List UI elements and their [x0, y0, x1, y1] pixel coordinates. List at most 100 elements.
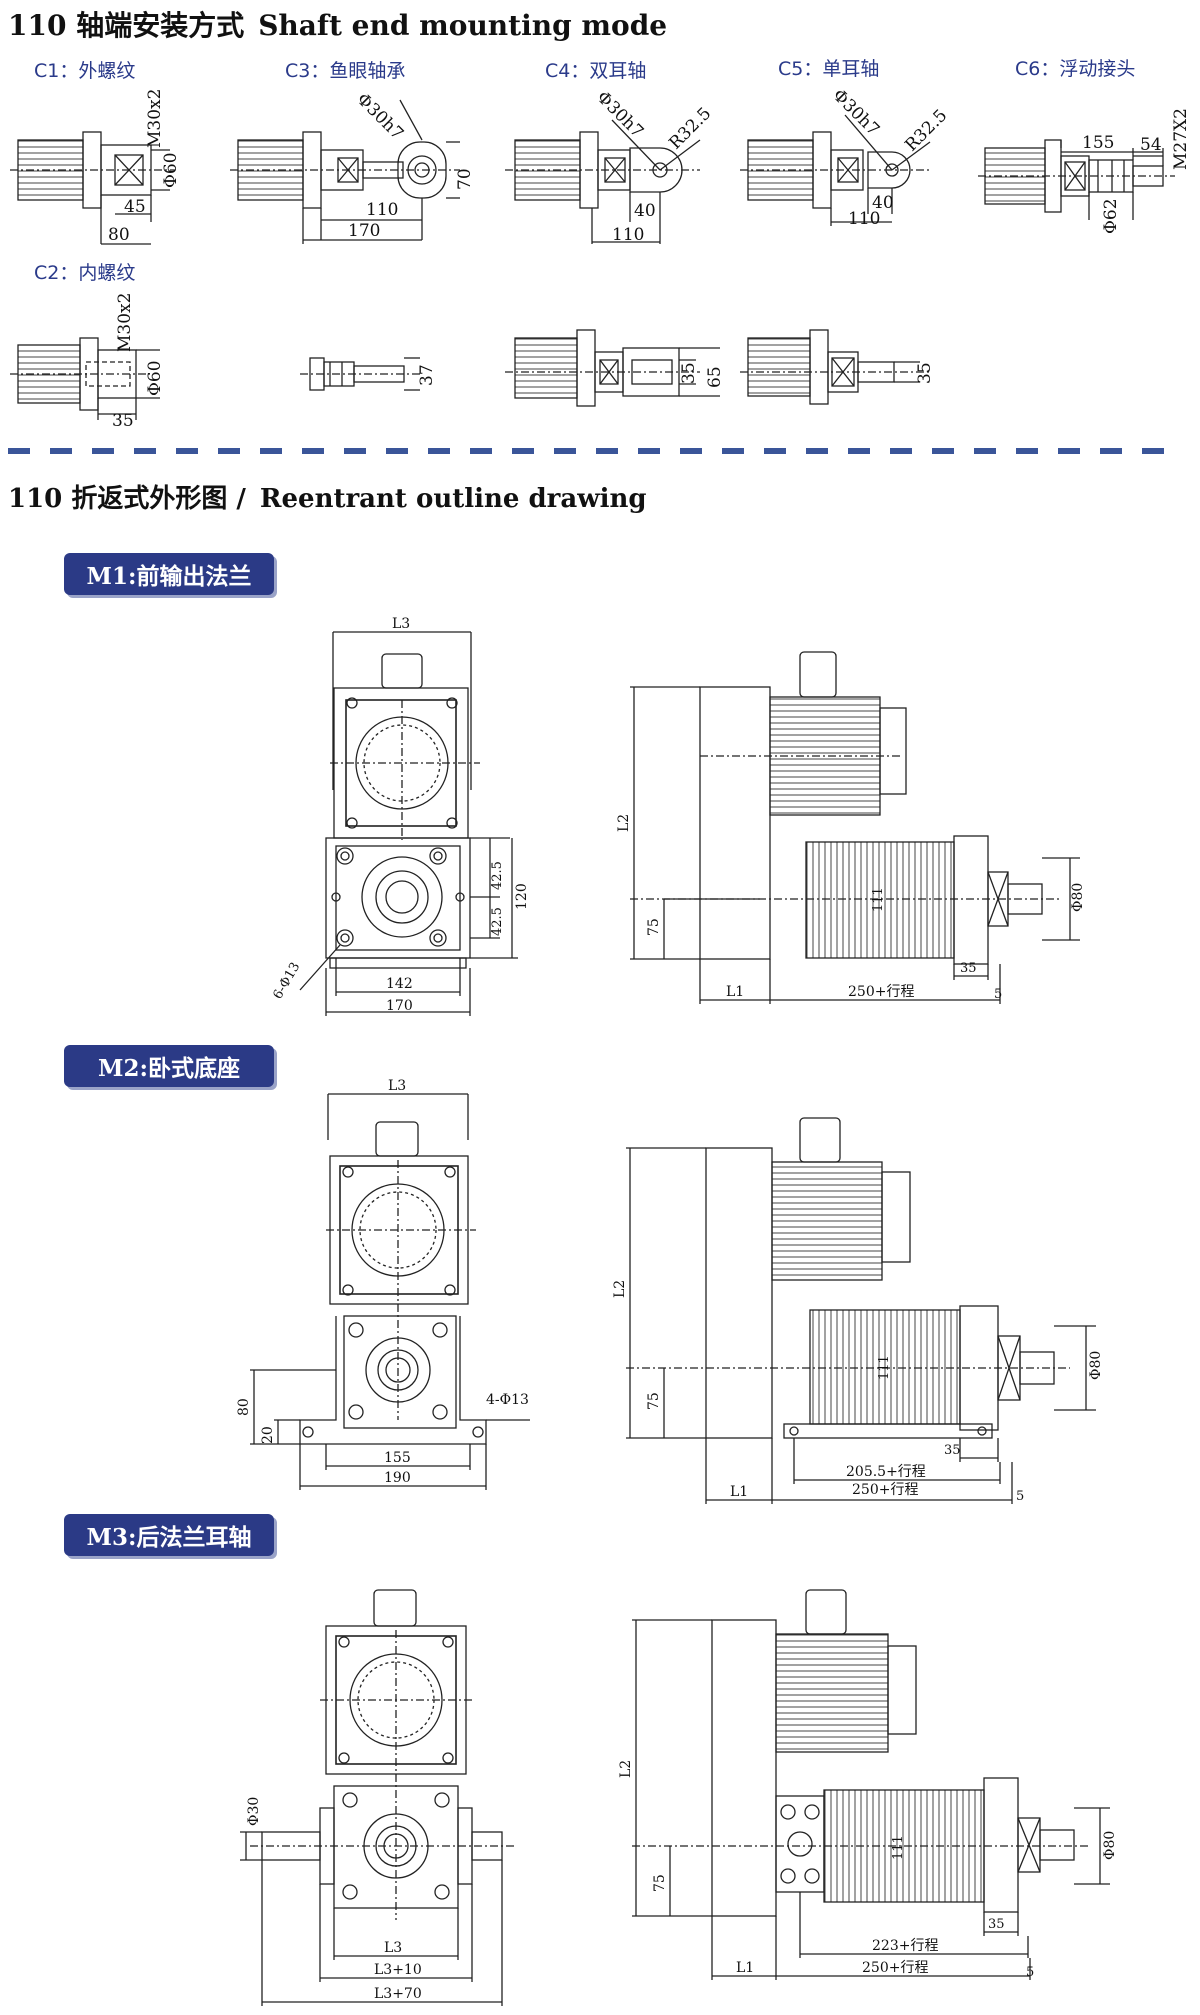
dim-m1f-0: L3 — [392, 616, 410, 632]
section-divider — [8, 448, 1178, 454]
dim-m2s-2: 111 — [877, 1355, 892, 1380]
drawing-c3: Φ30h7 70 110 170 — [230, 89, 475, 244]
badge-m2: M2:卧式底座 — [64, 1045, 274, 1087]
label-c6: C6：浮动接头 — [1015, 58, 1136, 80]
dim-m2f-1: 80 — [236, 1398, 252, 1416]
dim-c5-0: Φ30h7 — [828, 85, 883, 140]
dim-m3f-3: L3+70 — [374, 1986, 422, 2002]
dim-c5-1: R32.5 — [901, 106, 951, 156]
drawing-row2-c3: 37 — [300, 357, 437, 391]
dim-m3s-1: 75 — [652, 1874, 668, 1892]
dim-m2s-6: L1 — [730, 1484, 748, 1500]
dim-m1s-6: 250+行程 — [848, 984, 914, 1000]
drawing-m2-front: L3 4-Φ13 80 20 155 190 — [236, 1078, 530, 1490]
dim-m1s-7: 5 — [994, 987, 1002, 1002]
dim-m2f-4: 155 — [384, 1450, 411, 1466]
section-title-shaft-end: 110 轴端安装方式 Shaft end mounting mode — [8, 4, 667, 44]
dim-m2f-0: L3 — [388, 1078, 406, 1094]
drawing-row2-c5: 35 — [740, 329, 935, 405]
dim-c4-3: 110 — [612, 225, 644, 245]
badge-m3: M3:后法兰耳轴 — [64, 1514, 274, 1556]
drawing-c5: Φ30h7 R32.5 40 110 — [740, 85, 951, 229]
dim-m1f-6: 170 — [386, 998, 413, 1014]
dim-c3-3: 170 — [348, 221, 380, 241]
dim-r2-2: 65 — [705, 366, 725, 388]
section-title-outline: 110 折返式外形图 / Reentrant outline drawing — [8, 478, 647, 515]
drawing-m1-front: L3 42.5 42.5 120 6-Φ13 142 170 — [270, 616, 530, 1016]
drawing-c4: Φ30h7 R32.5 40 110 — [505, 87, 715, 245]
drawing-m1-side: L2 75 111 Φ80 35 L1 250+行程 5 — [616, 651, 1086, 1004]
dim-m1s-2: 111 — [871, 887, 886, 912]
dim-m2s-8: 5 — [1016, 1489, 1024, 1504]
dim-m2s-5: 205.5+行程 — [846, 1464, 926, 1480]
dim-r2-3: 35 — [915, 362, 935, 384]
dim-c2-2: 35 — [112, 411, 134, 431]
dim-m1f-4: 6-Φ13 — [270, 960, 303, 1002]
section-title-cn: 110 轴端安装方式 — [8, 9, 245, 42]
dim-m3s-5: 223+行程 — [872, 1938, 938, 1954]
dim-m1s-4: 35 — [960, 961, 977, 976]
dim-m1s-5: L1 — [726, 984, 744, 1000]
dim-m3s-2: 111 — [891, 1835, 906, 1860]
dim-m1f-3: 120 — [514, 883, 530, 910]
dim-m2f-2: 20 — [260, 1426, 276, 1444]
section-title-en: Shaft end mounting mode — [258, 9, 668, 42]
dim-m3s-6: L1 — [736, 1960, 754, 1976]
dim-m2f-5: 190 — [384, 1470, 411, 1486]
label-c2: C2：内螺纹 — [34, 262, 136, 284]
dim-c3-2: 110 — [366, 200, 398, 220]
dim-m3f-1: L3 — [384, 1940, 402, 1956]
dim-m3s-8: 5 — [1026, 1965, 1034, 1980]
section-title-cn: 110 折返式外形图 / — [8, 484, 246, 514]
dim-c5-2: 40 — [872, 193, 894, 213]
dim-c1-1: Φ60 — [161, 152, 181, 188]
dim-c6-3: Φ62 — [1101, 198, 1121, 234]
dim-c2-1: Φ60 — [145, 360, 165, 396]
dim-m1s-1: 75 — [646, 918, 662, 936]
dim-m3f-0: Φ30 — [246, 1797, 262, 1826]
drawing-m3-side: L2 75 111 Φ80 35 223+行程 L1 250+行程 5 — [618, 1589, 1118, 1980]
dim-m3f-2: L3+10 — [374, 1962, 422, 1978]
dim-m3s-7: 250+行程 — [862, 1960, 928, 1976]
drawing-c1: M30x2 Φ60 45 80 — [10, 89, 181, 245]
dim-m3s-0: L2 — [618, 1760, 634, 1778]
dim-m2s-3: Φ80 — [1088, 1351, 1104, 1380]
dim-m1s-3: Φ80 — [1070, 883, 1086, 912]
label-c3: C3：鱼眼轴承 — [285, 60, 406, 82]
dim-m1f-1: 42.5 — [490, 861, 505, 890]
dim-c4-1: R32.5 — [665, 104, 715, 154]
dim-m3s-4: 35 — [988, 1917, 1005, 1932]
drawing-m3-front: Φ30 L3 L3+10 L3+70 — [240, 1589, 515, 2006]
dim-m1f-5: 142 — [386, 976, 413, 992]
drawing-c6: 155 54 M27X2 Φ62 — [978, 108, 1191, 234]
dim-r2-1: 35 — [679, 362, 699, 384]
dim-c6-2: M27X2 — [1171, 108, 1191, 170]
dim-m2s-0: L2 — [612, 1280, 628, 1298]
drawing-m2-side: L2 75 111 Φ80 35 205.5+行程 L1 250+行程 5 — [612, 1117, 1104, 1504]
drawing-row2-c4: 35 65 — [505, 329, 725, 407]
dim-c5-3: 110 — [848, 209, 880, 229]
dim-m2s-7: 250+行程 — [852, 1482, 918, 1498]
dim-c4-0: Φ30h7 — [592, 87, 647, 142]
label-c1: C1：外螺纹 — [34, 60, 136, 82]
dim-m2s-4: 35 — [944, 1443, 961, 1458]
dim-m1s-0: L2 — [616, 814, 632, 832]
label-c5: C5：单耳轴 — [778, 58, 880, 80]
dim-m2f-3: 4-Φ13 — [486, 1392, 529, 1408]
dim-c1-2: 45 — [124, 197, 146, 217]
dim-c6-1: 54 — [1140, 135, 1162, 155]
dim-c4-2: 40 — [634, 201, 656, 221]
drawing-c2: M30x2 Φ60 35 — [10, 293, 165, 431]
dim-c1-3: 80 — [108, 225, 130, 245]
dim-m3s-3: Φ80 — [1102, 1831, 1118, 1860]
dim-c1-0: M30x2 — [145, 89, 165, 148]
dim-c2-0: M30x2 — [115, 293, 135, 352]
dim-c3-1: 70 — [455, 168, 475, 190]
dim-c6-0: 155 — [1082, 133, 1114, 153]
dim-c3-0: Φ30h7 — [352, 89, 407, 144]
badge-m1: M1:前输出法兰 — [64, 553, 274, 595]
label-c4: C4：双耳轴 — [545, 60, 647, 82]
dim-m2s-1: 75 — [646, 1392, 662, 1410]
section-title-en: Reentrant outline drawing — [259, 484, 647, 514]
